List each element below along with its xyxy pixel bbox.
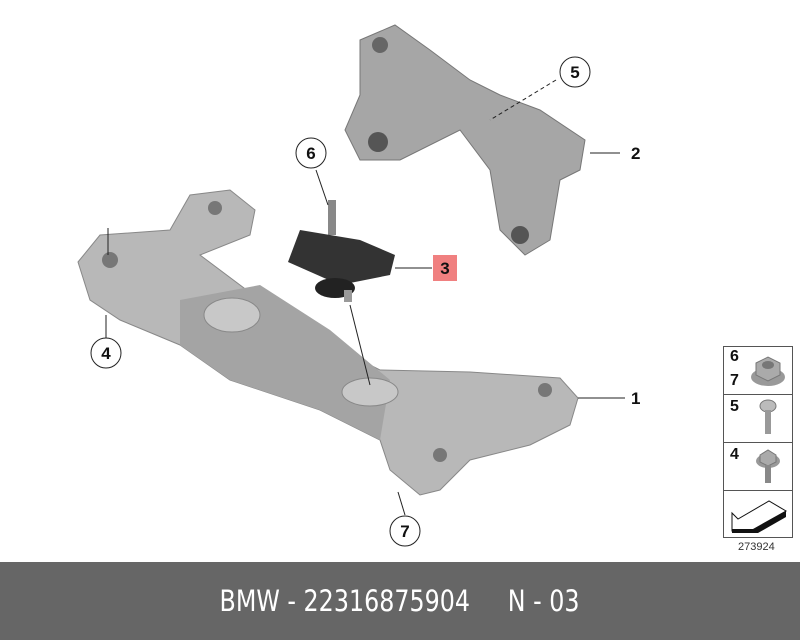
legend-arrow xyxy=(724,491,792,537)
transmission-mount[interactable] xyxy=(288,200,395,302)
svg-text:7: 7 xyxy=(400,522,409,541)
torx-screw-icon xyxy=(759,399,777,434)
direction-arrow-icon xyxy=(731,500,788,533)
svg-text:6: 6 xyxy=(306,144,315,163)
part-number-label: BMW - 22316875904 N - 03 xyxy=(219,584,581,618)
flange-nut-icon xyxy=(751,356,785,386)
svg-text:3: 3 xyxy=(440,259,449,278)
svg-text:2: 2 xyxy=(631,144,640,163)
legend-nut: 6 7 xyxy=(724,347,792,395)
legend-screw: 5 xyxy=(724,395,792,443)
transmission-crossmember[interactable] xyxy=(77,189,579,496)
footer-bar: BMW - 22316875904 N - 03 xyxy=(0,562,800,640)
svg-text:5: 5 xyxy=(570,63,579,82)
legend-bolt: 4 xyxy=(724,443,792,491)
callout-4: 4 xyxy=(90,337,122,369)
callout-2: 2 xyxy=(631,144,640,163)
callout-3-highlighted: 3 xyxy=(433,255,457,281)
hex-bolt-icon xyxy=(756,449,780,483)
callout-7: 7 xyxy=(389,515,421,547)
parts-diagram: 5 2 6 3 4 1 7 xyxy=(77,24,640,547)
callout-5: 5 xyxy=(559,56,591,88)
callout-1: 1 xyxy=(631,389,640,408)
svg-text:4: 4 xyxy=(101,344,111,363)
svg-text:1: 1 xyxy=(631,389,640,408)
leader-lines xyxy=(105,79,625,516)
transmission-bracket[interactable] xyxy=(344,24,586,256)
fastener-legend: 6 7 5 4 xyxy=(723,346,793,538)
callout-6: 6 xyxy=(295,137,327,169)
diagram-code: 273924 xyxy=(738,541,775,553)
